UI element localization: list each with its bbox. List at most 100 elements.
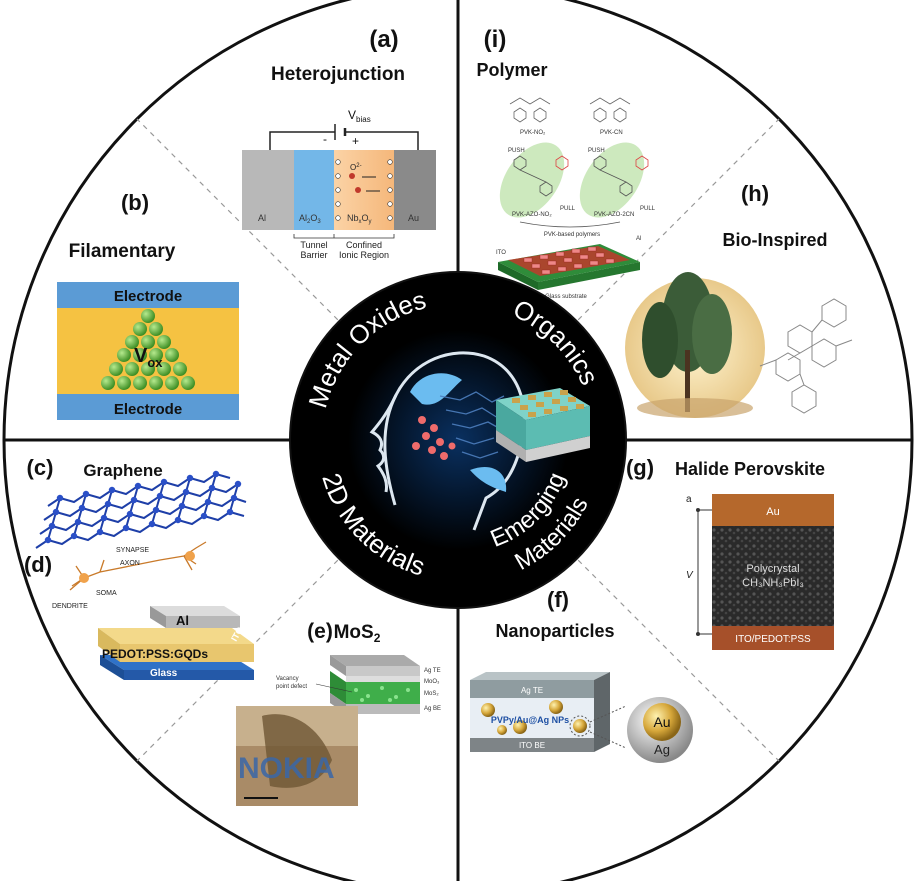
nokia-logo-text: NOKIA	[238, 752, 335, 785]
top-electrode-label: Electrode	[114, 288, 182, 305]
caption-ionic-region: Ionic Region	[339, 250, 389, 260]
panel-a-tag: (a)	[369, 26, 398, 53]
stack-ag-be: Ag BE	[424, 706, 441, 712]
pvk-no2-label: PVK-NO₂	[520, 130, 546, 136]
molecule-sketch	[759, 298, 853, 414]
gqd-device: Al PEDOT:PSS:GQDs Glass ITO	[98, 606, 254, 680]
vacancy-label-2: point defect	[276, 684, 307, 690]
center-disc: Metal Oxides Organics 2D Materials Emerg…	[289, 271, 627, 609]
caption-barrier: Barrier	[300, 250, 327, 260]
polymer-structures	[509, 97, 631, 123]
vacancy-filament	[101, 309, 195, 390]
ion-label: O2-	[350, 163, 362, 172]
v-label: V	[686, 570, 694, 581]
core-label: Au	[653, 714, 670, 730]
vbias-label: Vbias	[348, 108, 371, 124]
bottom-electrode-label: Electrode	[114, 401, 182, 418]
minus-sign: -	[323, 132, 327, 146]
panel-d: (d) SYNAPSE AXON SOMA DENDRITE Al PEDOT:…	[24, 541, 254, 680]
variant-label-1: PVK-AZO-NO₂	[512, 212, 552, 218]
pull-label-2: PULL	[640, 206, 656, 212]
al-layer	[242, 150, 294, 230]
panel-h-tag: (h)	[741, 181, 769, 206]
ito-pedot-label: ITO/PEDOT:PSS	[735, 634, 811, 645]
panel-b: (b) Filamentary Electrode Electrode Vox	[57, 190, 239, 420]
panel-g: (g) Halide Perovskite Au Polycrystal CH₃…	[626, 455, 834, 650]
layer-al: Al	[258, 213, 266, 223]
nbo-layer	[334, 150, 394, 230]
heterojunction-diagram: Vbias - + O2- Al Al2O3 NbxOy Au Tunnel B…	[242, 108, 436, 260]
crossbar-chip-icon	[496, 388, 590, 462]
caption-confined: Confined	[346, 240, 382, 250]
al-label-i: Al	[636, 236, 641, 242]
panel-a: (a) Heterojunction Vbias - + O2- Al Al2O…	[242, 26, 436, 260]
push-pull-diagrams: PUSH PUSH PULL PULL PVK-AZO-NO₂ PVK-AZO-…	[499, 142, 656, 238]
gqd-layer-label: PEDOT:PSS:GQDs	[102, 647, 208, 661]
glass-label: Glass	[150, 668, 178, 679]
pvk-caption: PVK-based polymers	[544, 232, 600, 238]
top-electrode	[57, 282, 239, 308]
pvk-cn-label: PVK-CN	[600, 130, 623, 136]
panel-h-title: Bio-Inspired	[722, 230, 827, 250]
stack-moo3: MoO₃	[424, 679, 440, 685]
polycrystal-label: Polycrystal	[746, 563, 799, 575]
push-label-2: PUSH	[588, 148, 605, 154]
panel-i-title: Polymer	[476, 60, 547, 80]
graphene-lattice	[35, 472, 247, 549]
bottom-electrode	[57, 394, 239, 420]
nanoparticle-device: Ag TE ITO BE PVPy/Au@Ag NPs Au Ag	[470, 672, 693, 763]
panel-e-tag: (e)	[307, 620, 333, 643]
flexible-device-photo: NOKIA	[236, 706, 358, 806]
panel-a-title: Heterojunction	[271, 64, 405, 85]
np-layer-label: PVPy/Au@Ag NPs	[491, 715, 569, 725]
perovskite-device: Au Polycrystal CH₃NH₃PbI₃ ITO/PEDOT:PSS …	[686, 494, 834, 650]
panel-g-tag: (g)	[626, 455, 654, 480]
glass-substrate-label: Glass substrate	[545, 294, 587, 300]
panel-h: (h) Bio-Inspired	[625, 181, 853, 418]
vacancy-label-1: Vacancy	[276, 676, 299, 682]
soma-label: SOMA	[96, 590, 117, 597]
panel-f-title: Nanoparticles	[495, 621, 614, 641]
synapse-label: SYNAPSE	[116, 547, 149, 554]
tree-photo	[625, 272, 765, 418]
al2o3-layer	[294, 150, 334, 230]
vox-label: Vox	[134, 345, 163, 370]
panel-b-title: Filamentary	[69, 241, 176, 262]
mos2-stack: Ag TE MoO₃ MoS₂ Ag BE Vacancy point defe…	[276, 655, 441, 714]
shell-label: Ag	[654, 742, 670, 757]
layer-al2o3: Al2O3	[299, 213, 321, 225]
layer-nbo: NbxOy	[347, 213, 372, 225]
panel-g-title: Halide Perovskite	[675, 459, 825, 479]
graphene-atoms	[44, 470, 242, 544]
stack-ag-te: Ag TE	[424, 668, 441, 674]
panel-b-tag: (b)	[121, 190, 149, 215]
panel-f-tag: (f)	[547, 587, 569, 612]
push-label-1: PUSH	[508, 148, 525, 154]
panel-c-title: Graphene	[83, 461, 162, 480]
plus-sign: +	[352, 134, 359, 148]
panel-f: (f) Nanoparticles Ag TE ITO BE PVPy/Au@A…	[470, 587, 693, 763]
pull-label-1: PULL	[560, 206, 576, 212]
layer-au: Au	[408, 213, 419, 223]
au-label: Au	[766, 506, 779, 518]
ito-label-i: ITO	[496, 250, 506, 256]
panel-e-title: MoS2	[334, 622, 381, 645]
panel-e: (e) MoS2 Ag TE MoO₃ MoS₂ Ag BE Vacancy p…	[236, 620, 441, 806]
panel-c: (c) Graphene	[27, 455, 247, 549]
crossbar-device: ITO Al Glass substrate	[496, 236, 641, 300]
panel-i: (i) Polymer PVK-NO₂ PVK-CN	[476, 26, 656, 300]
soma-2	[185, 551, 195, 561]
a-label: a	[686, 494, 692, 505]
caption-tunnel: Tunnel	[300, 240, 327, 250]
au-layer	[394, 150, 436, 230]
soma-1	[79, 573, 89, 583]
dendrite-label: DENDRITE	[52, 603, 88, 610]
panel-i-tag: (i)	[484, 26, 507, 53]
variant-label-2: PVK-AZO-2CN	[594, 212, 634, 218]
brain-head-icon	[369, 351, 526, 531]
ag-te-label: Ag TE	[521, 686, 543, 695]
stack-mos2: MoS₂	[424, 691, 439, 697]
panel-c-tag: (c)	[27, 455, 54, 480]
